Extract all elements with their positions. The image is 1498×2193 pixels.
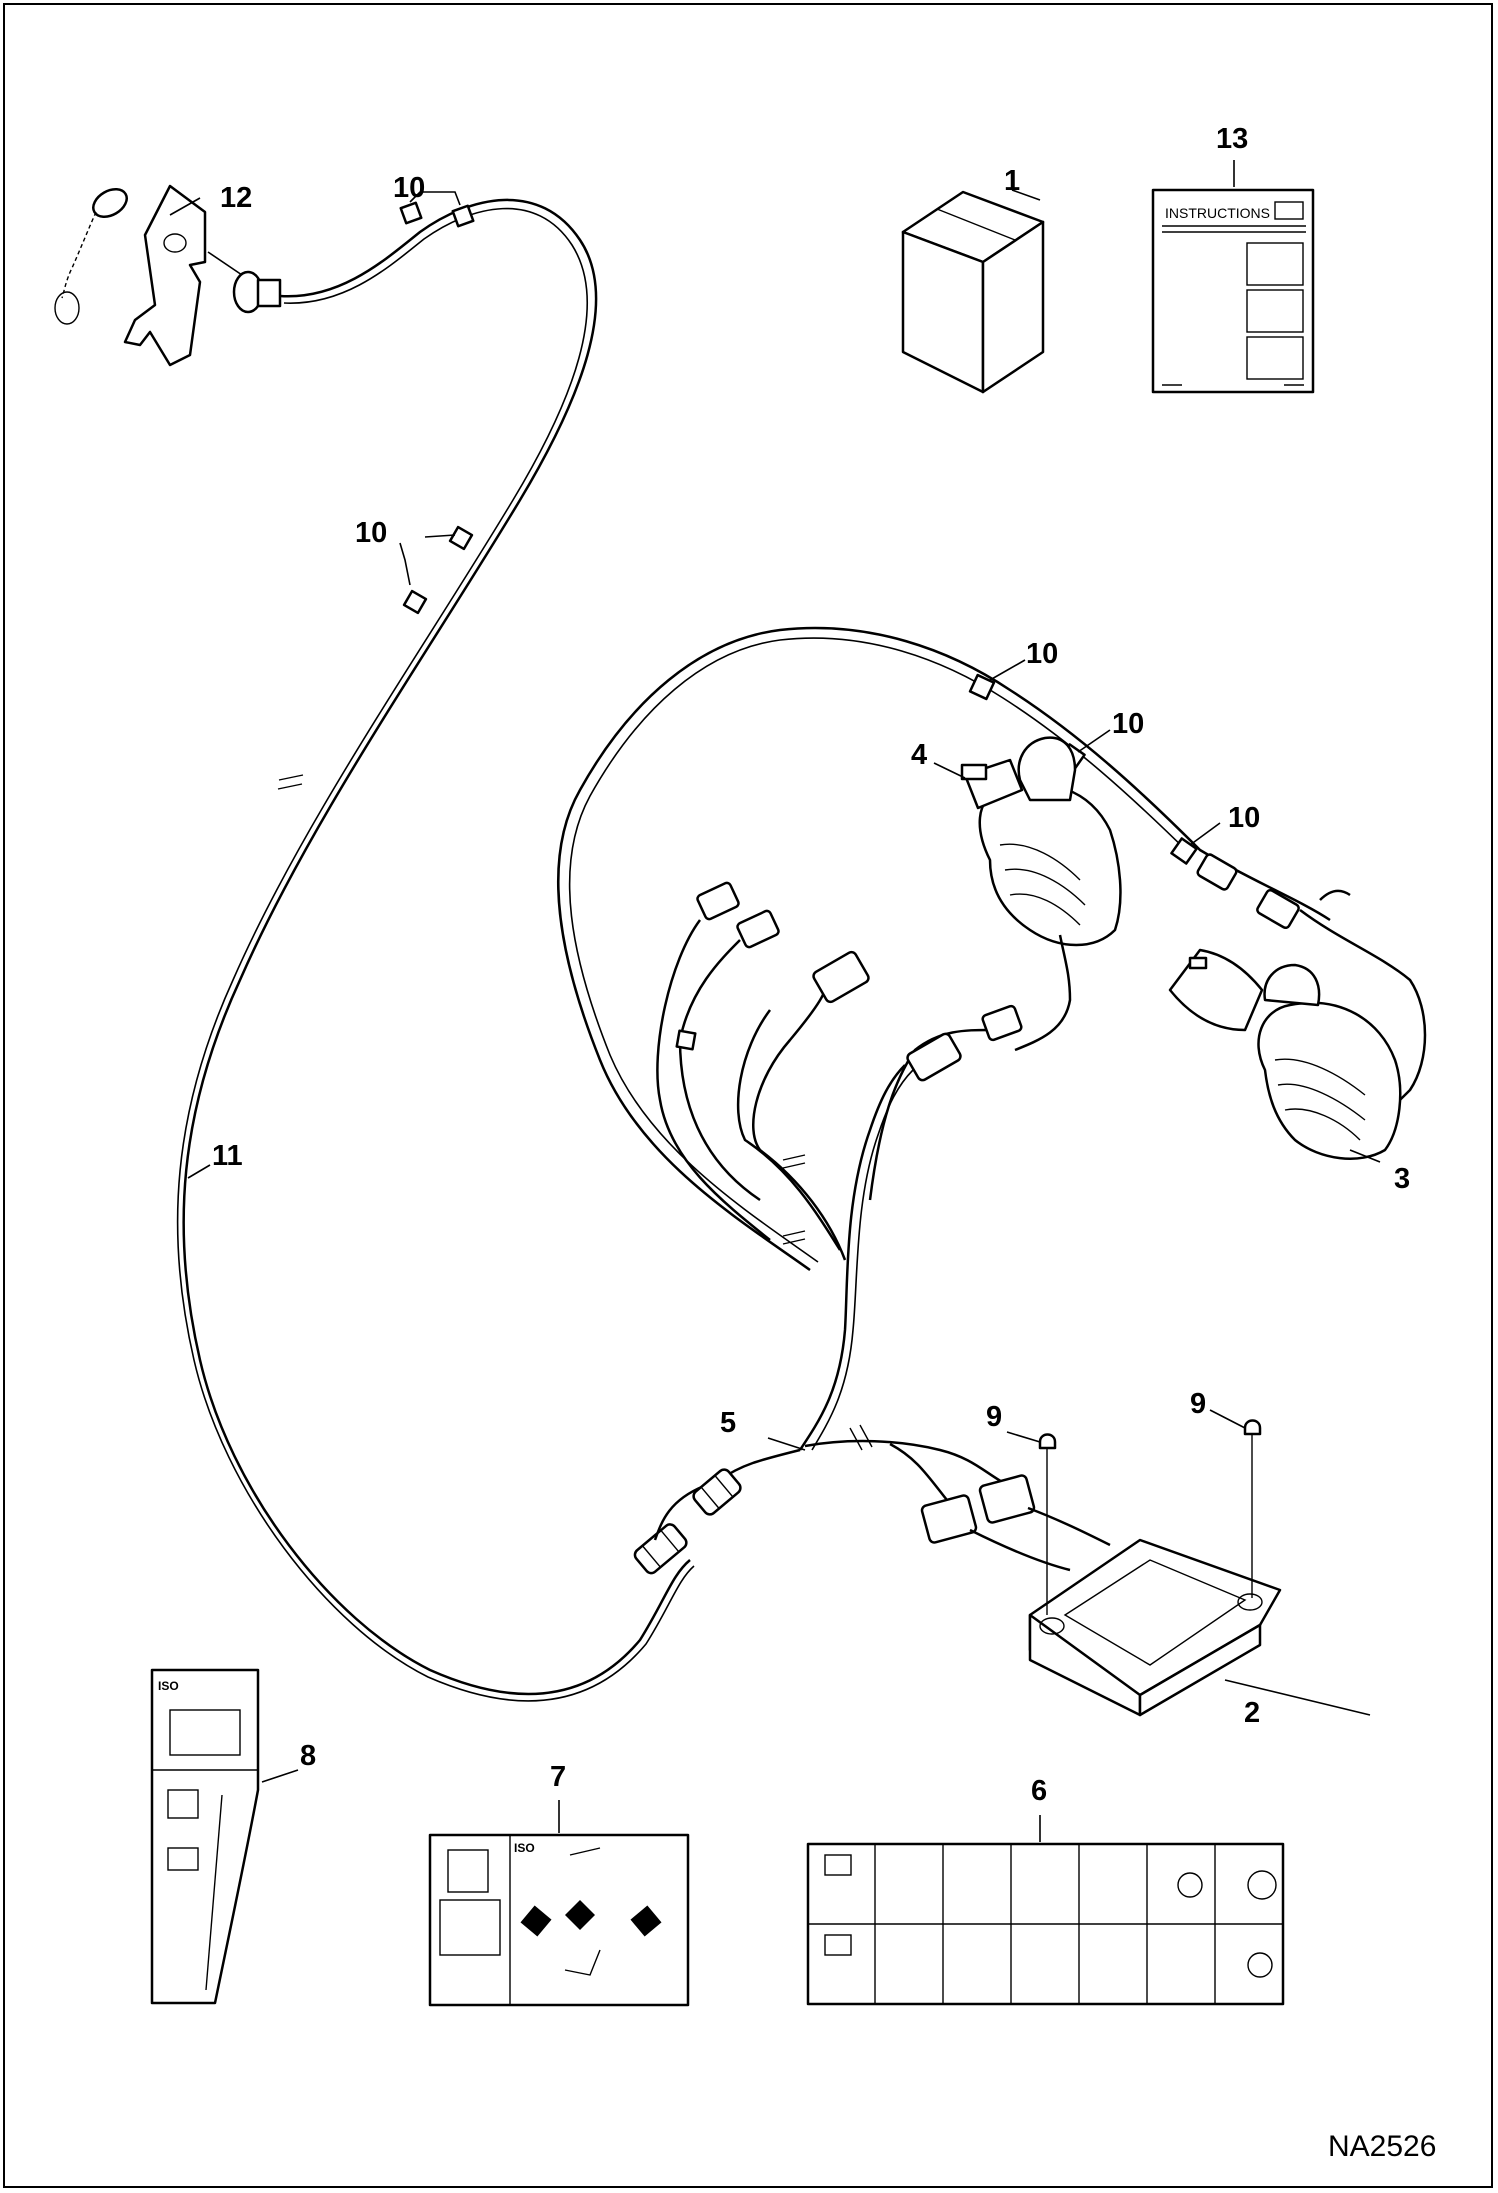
callout-2: 2: [1244, 1697, 1260, 1729]
callout-12: 12: [220, 182, 252, 214]
bracket-with-cap: [54, 184, 282, 367]
reference-code: NA2526: [1328, 2130, 1436, 2163]
main-harness-5: [556, 626, 1427, 1541]
callout-11: 11: [212, 1140, 243, 1172]
callout-10a: 10: [393, 172, 425, 204]
callout-8: 8: [300, 1740, 316, 1772]
callout-9a: 9: [986, 1401, 1002, 1433]
decal-8-iso-label: ISO: [158, 1679, 179, 1693]
decal-7: ISO: [428, 1833, 690, 2007]
callout-6: 6: [1031, 1775, 1047, 1807]
callout-5: 5: [720, 1407, 736, 1439]
callout-1: 1: [1004, 165, 1020, 197]
instructions-sheet: INSTRUCTIONS: [1151, 188, 1315, 394]
wire-harness-11: [176, 198, 695, 1702]
callout-10c: 10: [1026, 638, 1058, 670]
callout-7: 7: [550, 1761, 566, 1793]
joystick-3: [1168, 948, 1402, 1160]
decal-6: [806, 1842, 1285, 2006]
callout-9b: 9: [1190, 1388, 1206, 1420]
screws-9: [1038, 1419, 1262, 1615]
decal-8: ISO: [150, 1668, 260, 2005]
harness-connectors-lower: [692, 1468, 1111, 1572]
callout-10b: 10: [355, 517, 387, 549]
callout-10d: 10: [1112, 708, 1144, 740]
controller-2: [1028, 1538, 1282, 1717]
callout-4: 4: [911, 739, 927, 771]
callout-10e: 10: [1228, 802, 1260, 834]
joystick-4: [960, 736, 1122, 1052]
drawing-border: [3, 3, 1493, 2188]
callout-13: 13: [1216, 123, 1248, 155]
kit-box: [901, 190, 1045, 394]
callout-3: 3: [1394, 1163, 1410, 1195]
decal-7-iso-label: ISO: [514, 1841, 535, 1855]
instructions-heading: INSTRUCTIONS: [1165, 205, 1270, 221]
